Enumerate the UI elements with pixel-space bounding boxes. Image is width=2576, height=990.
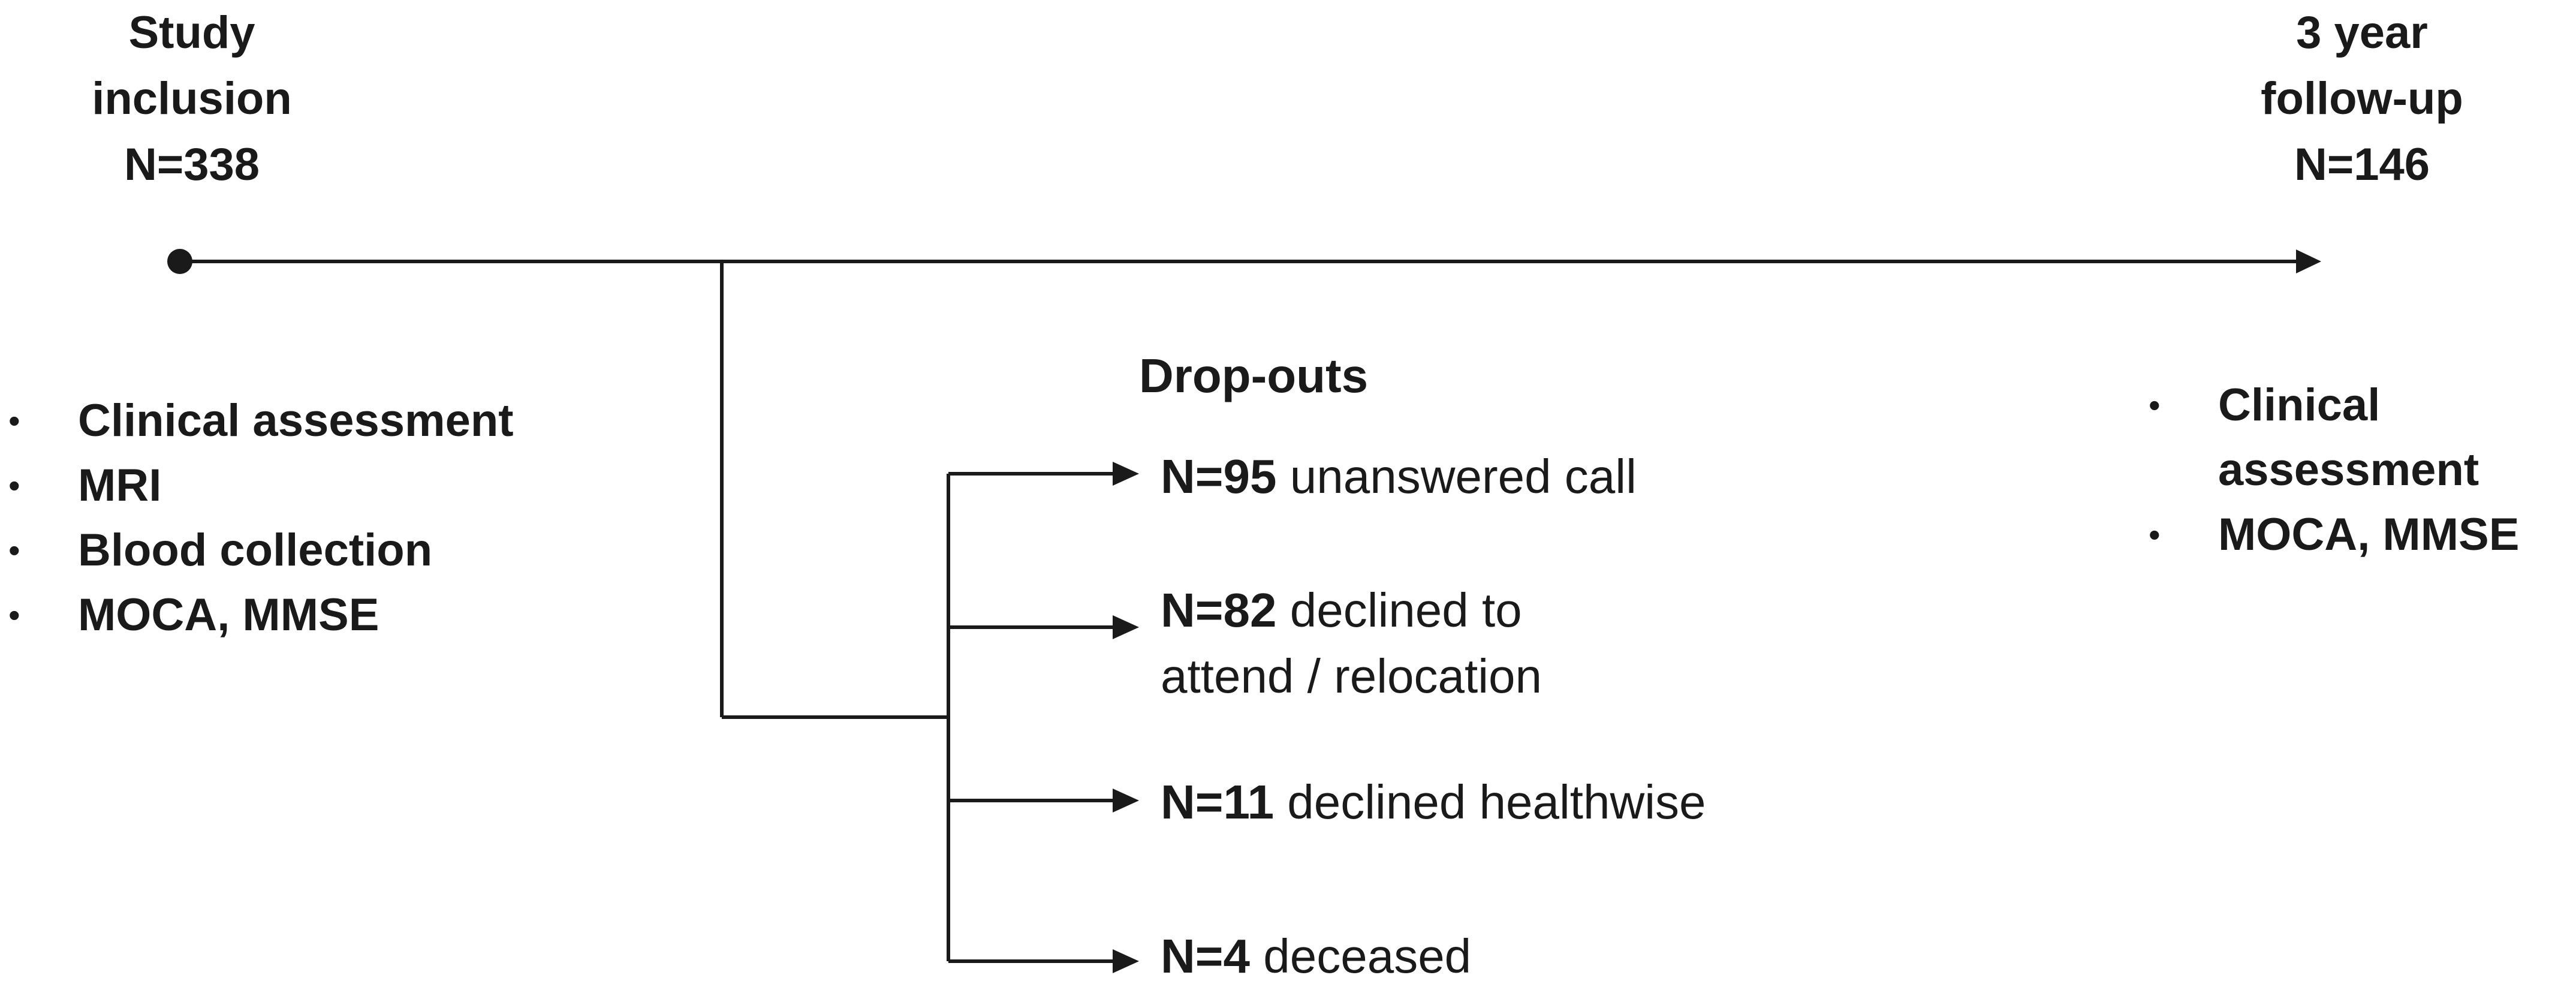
- baseline-procedure-item: MRI: [0, 453, 540, 518]
- followup-procedures-list: Clinical assessment MOCA, MMSE: [2140, 373, 2576, 567]
- baseline-procedures-list: Clinical assessment MRI Blood collection…: [0, 389, 540, 648]
- dropout-reason: unanswered call: [1289, 450, 1637, 503]
- study-inclusion-line-2: inclusion: [92, 73, 292, 124]
- dropout-item: N=4 deceased: [1161, 923, 1471, 989]
- dropout-reason: deceased: [1263, 929, 1472, 983]
- dropout-count: N=4: [1161, 929, 1250, 983]
- dropout-item: N=95 unanswered call: [1161, 444, 1637, 510]
- dropout-arrowhead-1: [1113, 462, 1139, 486]
- follow-up-line-2: follow-up: [2261, 73, 2463, 124]
- follow-up-header: 3 year follow-up N=146: [2182, 0, 2542, 198]
- followup-procedure-item: Clinical assessment: [2140, 373, 2576, 502]
- baseline-procedure-item: MOCA, MMSE: [0, 583, 540, 648]
- dropout-arrowhead-2: [1113, 615, 1139, 639]
- dropout-count: N=95: [1161, 450, 1277, 503]
- dropout-reason: declined to: [1289, 583, 1522, 637]
- dropout-item: N=82 declined to attend / relocation: [1161, 577, 1542, 709]
- baseline-procedure-item: Clinical assessment: [0, 389, 540, 453]
- dropout-arrowhead-4: [1113, 949, 1139, 973]
- dropout-arrowhead-3: [1113, 789, 1139, 813]
- timeline-arrowhead: [2296, 249, 2321, 273]
- followup-procedure-item: MOCA, MMSE: [2140, 502, 2576, 567]
- dropouts-title: Drop-outs: [1139, 349, 1369, 402]
- follow-up-line-1: 3 year: [2296, 7, 2428, 58]
- dropout-count: N=82: [1161, 583, 1277, 637]
- follow-up-count: N=146: [2294, 139, 2430, 190]
- dropout-count: N=11: [1161, 775, 1275, 829]
- dropout-reason: declined healthwise: [1287, 775, 1706, 829]
- dropout-reason-continued: attend / relocation: [1161, 649, 1542, 703]
- baseline-procedure-item: Blood collection: [0, 518, 540, 583]
- study-inclusion-count: N=338: [123, 139, 260, 190]
- dropout-item: N=11 declined healthwise: [1161, 769, 1706, 835]
- study-inclusion-header: Study inclusion N=338: [36, 0, 348, 198]
- study-inclusion-line-1: Study: [128, 7, 255, 58]
